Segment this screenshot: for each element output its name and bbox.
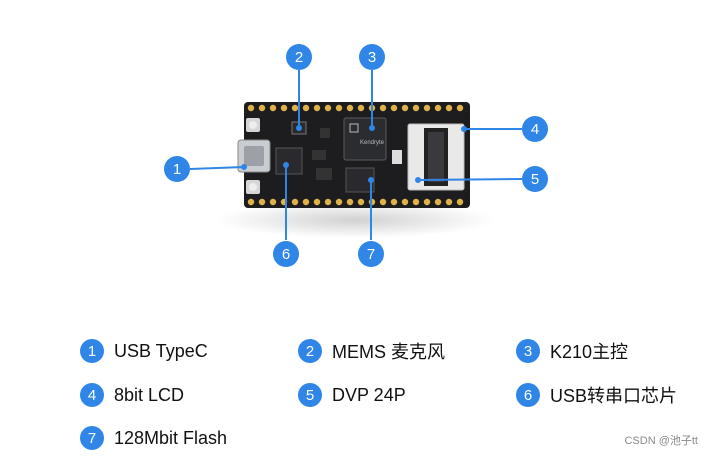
header-pin	[313, 104, 321, 112]
fpc-slot-inner	[428, 132, 444, 182]
header-pin	[401, 104, 409, 112]
callout-marker-1: 1	[164, 156, 190, 182]
header-pin	[280, 104, 288, 112]
legend-num-6: 6	[516, 383, 540, 407]
component-b	[320, 128, 330, 138]
header-pin	[401, 198, 409, 206]
legend-label-7: 128Mbit Flash	[114, 427, 228, 448]
legend-num-7: 7	[80, 426, 104, 450]
callout-marker-3: 3	[359, 44, 385, 70]
header-pin	[335, 104, 343, 112]
svg-text:5: 5	[531, 171, 539, 188]
svg-text:1: 1	[173, 161, 181, 178]
header-pin	[269, 198, 277, 206]
header-pin	[258, 104, 266, 112]
svg-text:7: 7	[367, 246, 375, 263]
svg-text:3: 3	[368, 49, 376, 66]
header-pin	[346, 198, 354, 206]
k210-marking: Kendryte	[360, 140, 385, 146]
header-pin	[434, 104, 442, 112]
k210-logo	[349, 123, 359, 133]
header-pin	[247, 104, 255, 112]
legend-label-1: USB TypeC	[114, 340, 208, 361]
callout-marker-2: 2	[286, 44, 312, 70]
header-pin	[445, 198, 453, 206]
legend-num-1: 1	[80, 339, 104, 363]
header-pin	[423, 104, 431, 112]
callout-line-5	[417, 178, 523, 181]
side-component	[392, 150, 402, 164]
watermark: CSDN @池子tt	[624, 435, 698, 447]
svg-text:4: 4	[531, 121, 539, 138]
header-pin	[434, 198, 442, 206]
callout-lines	[189, 70, 523, 240]
legend-label-4: 8bit LCD	[114, 384, 185, 405]
legend-num-5: 5	[298, 383, 322, 407]
board: Kendryte	[237, 102, 470, 208]
legend-label-6: USB转串口芯片	[550, 386, 678, 406]
legend-num-2: 2	[298, 339, 322, 363]
header-pin	[412, 104, 420, 112]
legend-label-3: K210主控	[550, 342, 629, 362]
callout-marker-6: 6	[273, 241, 299, 267]
header-pin	[291, 104, 299, 112]
button-bottom-cap	[249, 183, 257, 191]
header-pin	[445, 104, 453, 112]
k210-chip	[343, 117, 387, 161]
header-pin	[291, 198, 299, 206]
component-c	[316, 168, 332, 180]
legend-label-2: MEMS 麦克风	[332, 342, 446, 362]
header-pin	[324, 198, 332, 206]
header-pin	[379, 104, 387, 112]
header-pin	[269, 104, 277, 112]
header-pin	[258, 198, 266, 206]
callout-line-1	[189, 166, 245, 170]
legend-item-4: 4 8bit LCD	[80, 382, 184, 408]
header-pin	[456, 104, 464, 112]
header-pin	[379, 198, 387, 206]
callout-dots	[241, 125, 467, 183]
callout-markers: 1 2 3 4 5 6 7	[164, 44, 548, 267]
header-pin	[335, 198, 343, 206]
legend-item-2: 2 MEMS 麦克风	[298, 338, 445, 364]
legend-label-5: DVP 24P	[332, 384, 406, 405]
header-pin	[313, 198, 321, 206]
header-pin	[324, 104, 332, 112]
header-pin	[357, 198, 365, 206]
callout-marker-5: 5	[522, 166, 548, 192]
header-pin	[346, 104, 354, 112]
board-diagram: Kendryte 1 2 3 4 5 6 7	[164, 44, 548, 267]
header-pin	[423, 198, 431, 206]
component-a	[312, 150, 326, 160]
header-pin	[357, 104, 365, 112]
legend-item-7: 7 128Mbit Flash	[80, 425, 227, 451]
header-pin	[302, 104, 310, 112]
legend-item-1: 1 USB TypeC	[80, 338, 208, 364]
button-top-cap	[249, 121, 257, 129]
legend-item-3: 3 K210主控	[516, 338, 628, 364]
svg-text:6: 6	[282, 246, 290, 263]
callout-marker-7: 7	[358, 241, 384, 267]
usb-typec-inner	[244, 146, 264, 166]
header-pin	[302, 198, 310, 206]
header-pin	[456, 198, 464, 206]
header-pin	[390, 104, 398, 112]
usb-serial-chip	[275, 147, 303, 175]
legend-num-3: 3	[516, 339, 540, 363]
pin-header-top	[247, 104, 464, 112]
header-pin	[390, 198, 398, 206]
header-pin	[412, 198, 420, 206]
svg-text:2: 2	[295, 49, 303, 66]
callout-marker-4: 4	[522, 116, 548, 142]
legend-num-4: 4	[80, 383, 104, 407]
legend-item-5: 5 DVP 24P	[298, 382, 406, 408]
legend-item-6: 6 USB转串口芯片	[516, 382, 677, 408]
header-pin	[247, 198, 255, 206]
